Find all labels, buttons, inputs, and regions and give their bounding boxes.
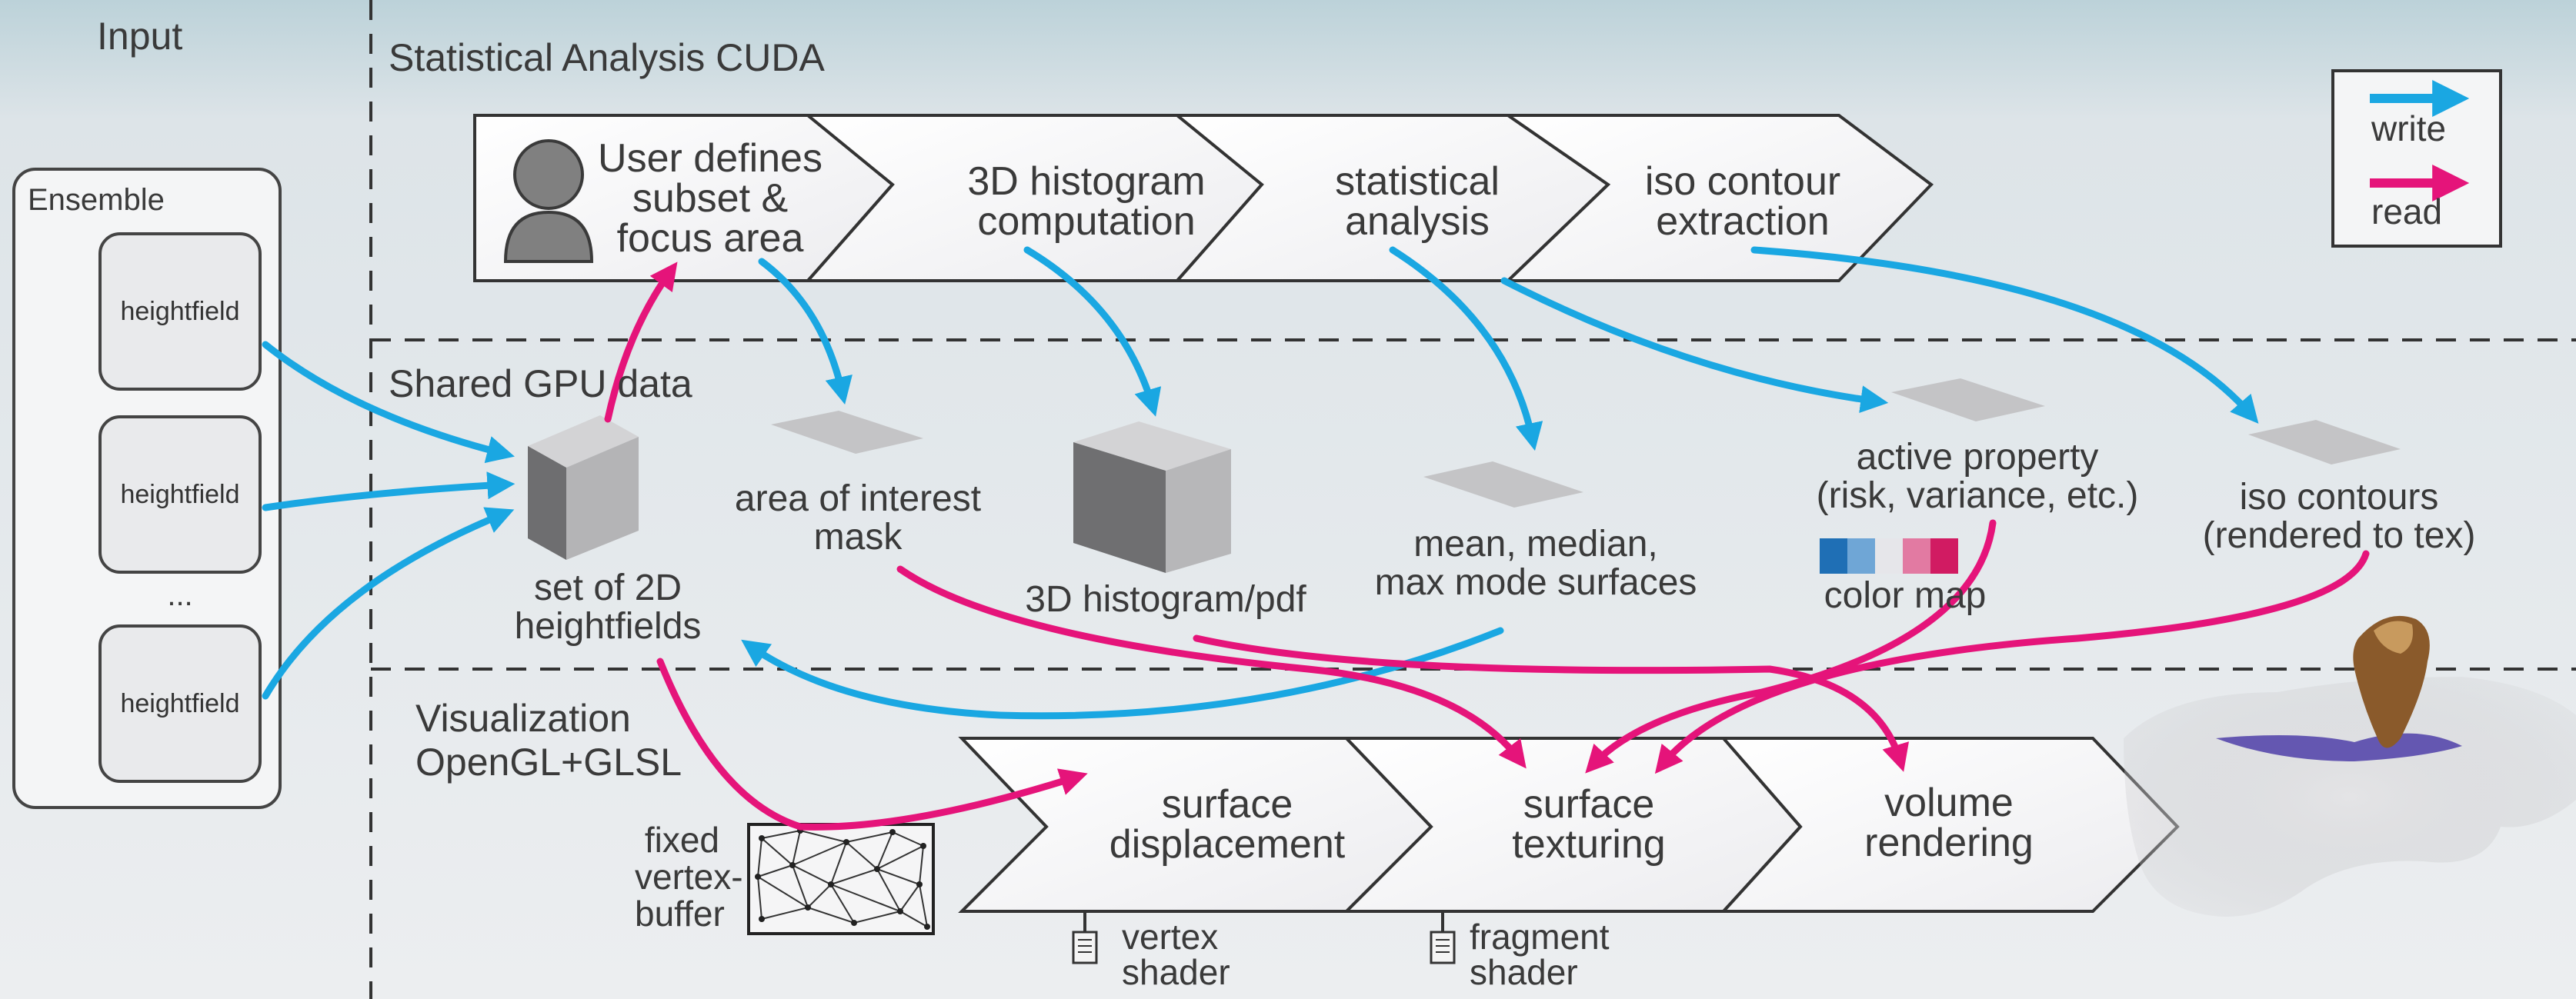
vertex-buffer-mesh: [747, 823, 935, 935]
heightfield-label: heightfield: [120, 296, 240, 326]
heightfield-label: heightfield: [120, 688, 240, 718]
surfaces-line-1: mean, median,: [1413, 524, 1658, 564]
heightfield-item-3: heightfield: [98, 624, 262, 783]
volume-rendering-label: volume rendering: [1864, 783, 2034, 863]
statistical-analysis-line-1: statistical: [1335, 159, 1500, 204]
heightfields-line-1: set of 2D: [533, 568, 682, 608]
read-arrow-to-displacement: [656, 658, 1088, 831]
ensemble-title: Ensemble: [28, 183, 165, 217]
contours-line-1: iso contours: [2239, 477, 2439, 518]
heightfield-label: heightfield: [120, 479, 240, 509]
write-arrow-contours: [1750, 246, 2259, 424]
write-arrow-hf1: [262, 341, 515, 464]
colormap-swatch-4: [1903, 538, 1930, 574]
read-arrow-to-user: [604, 261, 678, 423]
mask-label: area of interest mask: [735, 480, 981, 557]
contours-label: iso contours (rendered to tex): [2203, 478, 2476, 555]
write-arrow-surfaces-to-heightfields: [741, 627, 1504, 720]
user-defines-line-3: focus area: [616, 216, 804, 261]
read-arrow-histogram-to-volume: [1193, 634, 1910, 772]
histogram-pdf-label: 3D histogram/pdf: [1025, 579, 1306, 620]
heightfields-label: set of 2D heightfields: [515, 569, 702, 646]
property-texture: [1891, 378, 2045, 421]
property-line-1: active property: [1856, 437, 2099, 478]
legend-read-label: read: [2371, 191, 2443, 231]
fragment-shader-icon: [1430, 911, 1456, 964]
write-arrow-surfaces: [1389, 246, 1543, 451]
histogram-cube: [1073, 421, 1231, 573]
write-arrow-hf2: [262, 471, 516, 511]
chevron-iso-contour: [1503, 114, 1934, 282]
fragment-shader-line-1: fragment: [1470, 917, 1610, 957]
vertex-shader-label: vertex shader: [1122, 919, 1230, 990]
surface-displacement-line-1: surface: [1161, 782, 1293, 827]
user-defines-line-2: subset &: [632, 176, 789, 221]
ensemble-ellipsis: ...: [167, 578, 193, 612]
surfaces-line-2: max mode surfaces: [1374, 562, 1697, 603]
colormap-swatch-2: [1847, 538, 1875, 574]
vertex-shader-line-2: shader: [1122, 952, 1230, 992]
surface-displacement-line-2: displacement: [1109, 822, 1346, 867]
colormap-swatch-3: [1875, 538, 1903, 574]
section-stats-title: Statistical Analysis CUDA: [389, 36, 825, 79]
surface-texturing-line-1: surface: [1523, 782, 1655, 827]
vertex-buffer-line-3: buffer: [635, 894, 725, 934]
write-arrow-mask: [758, 258, 853, 405]
heightfields-line-2: heightfields: [514, 606, 702, 647]
write-arrow-hf3: [262, 507, 515, 700]
mask-texture: [771, 411, 923, 454]
surface-texturing-label: surface texturing: [1512, 784, 1665, 864]
vertex-buffer-line-1: fixed: [644, 820, 719, 860]
property-line-2: (risk, variance, etc.): [1816, 475, 2139, 516]
volume-rendering-line-2: rendering: [1864, 821, 2034, 865]
read-arrow-contours-to-texturing: [1654, 550, 2370, 774]
heightfield-item-2: heightfield: [98, 415, 262, 574]
surfaces-texture: [1423, 461, 1583, 508]
histogram-computation-label: 3D histogram computation: [967, 162, 1205, 241]
vertex-shader-line-1: vertex: [1122, 917, 1219, 957]
heightfield-item-1: heightfield: [98, 232, 262, 391]
colormap-swatch-1: [1820, 538, 1847, 574]
iso-contour-line-2: extraction: [1656, 199, 1830, 244]
statistical-analysis-line-2: analysis: [1345, 199, 1490, 244]
iso-contour-label: iso contour extraction: [1645, 162, 1840, 241]
colormap-label: color map: [1824, 575, 1987, 616]
volume-render-image: [2124, 615, 2576, 917]
legend-write-label: write: [2371, 108, 2447, 148]
mask-line-1: area of interest: [734, 478, 982, 519]
chevron-volume-rendering: [1720, 737, 2180, 913]
write-arrow-histogram: [1023, 246, 1162, 417]
mask-line-2: mask: [813, 517, 903, 558]
surfaces-label: mean, median, max mode surfaces: [1375, 525, 1697, 602]
statistical-analysis-label: statistical analysis: [1335, 162, 1500, 241]
fragment-shader-label: fragment shader: [1470, 919, 1610, 990]
section-input-title: Input: [97, 15, 183, 58]
vertex-buffer-label: fixed vertex- buffer: [635, 820, 743, 934]
write-arrow-property: [1500, 277, 1889, 413]
colormap-swatch-5: [1930, 538, 1958, 574]
heightfields-cube: [528, 415, 639, 560]
user-icon: [503, 139, 594, 263]
vertex-shader-icon: [1072, 911, 1098, 964]
property-label: active property (risk, variance, etc.): [1817, 438, 2139, 515]
section-vis-title-2: OpenGL+GLSL: [415, 741, 682, 784]
vertex-buffer-line-2: vertex-: [635, 857, 743, 897]
section-vis-title-1: Visualization: [415, 697, 631, 740]
histogram-computation-line-2: computation: [977, 199, 1196, 244]
volume-rendering-line-1: volume: [1884, 781, 2014, 825]
iso-contour-line-1: iso contour: [1644, 159, 1841, 204]
histogram-computation-line-1: 3D histogram: [967, 159, 1206, 204]
contours-texture: [2248, 420, 2401, 465]
read-arrow-mask-to-texturing: [896, 565, 1527, 769]
fragment-shader-line-2: shader: [1470, 952, 1578, 992]
surface-texturing-line-2: texturing: [1512, 822, 1666, 867]
user-defines-line-1: User defines: [598, 136, 823, 181]
surface-displacement-label: surface displacement: [1109, 784, 1345, 864]
user-defines-label: User defines subset & focus area: [598, 138, 823, 258]
section-shared-title: Shared GPU data: [389, 362, 692, 405]
contours-line-2: (rendered to tex): [2202, 515, 2476, 556]
